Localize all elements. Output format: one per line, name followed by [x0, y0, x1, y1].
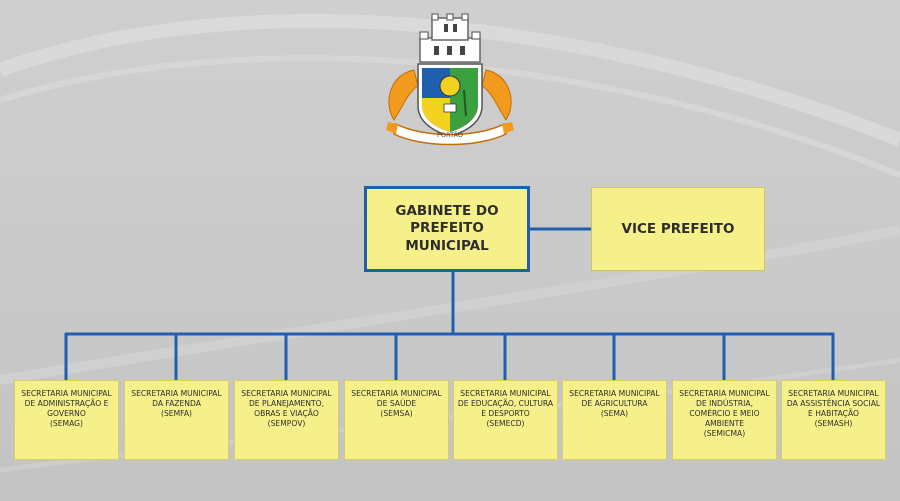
secretaria-box-semecd: SECRETARIA MUNICIPAL DE EDUCAÇÃO, CULTUR… — [453, 380, 558, 460]
secretaria-box-sema: SECRETARIA MUNICIPAL DE AGRICULTURA(SEMA… — [562, 380, 667, 460]
secretaria-name: SECRETARIA MUNICIPAL DE PLANEJAMENTO, OB… — [241, 389, 332, 419]
secretaria-box-semash: SECRETARIA MUNICIPAL DA ASSISTÊNCIA SOCI… — [781, 380, 886, 460]
logo-text: PORTÃO — [437, 130, 463, 139]
gabinete-label: GABINETE DO PREFEITO MUNICIPAL — [395, 202, 499, 254]
secretaria-abbr: (SEMSA) — [380, 409, 413, 419]
secretaria-abbr: (SEMECD) — [486, 419, 525, 429]
vice-prefeito-box: VICE PREFEITO — [591, 187, 765, 271]
gabinete-prefeito-box: GABINETE DO PREFEITO MUNICIPAL — [364, 186, 530, 272]
secretaria-abbr: (SEMICMA) — [703, 429, 746, 439]
secretaria-abbr: (SEMA) — [600, 409, 629, 419]
secretaria-abbr: (SEMPOV) — [267, 419, 306, 429]
secretaria-abbr: (SEMFA) — [161, 409, 192, 419]
secretaria-name: SECRETARIA MUNICIPAL DE EDUCAÇÃO, CULTUR… — [457, 389, 554, 419]
secretaria-name: SECRETARIA MUNICIPAL DE INDÚSTRIA, COMÉR… — [679, 389, 770, 429]
secretaria-box-semicma: SECRETARIA MUNICIPAL DE INDÚSTRIA, COMÉR… — [672, 380, 777, 460]
secretaria-box-sempov: SECRETARIA MUNICIPAL DE PLANEJAMENTO, OB… — [234, 380, 339, 460]
secretaria-name: SECRETARIA MUNICIPAL DE SAÚDE — [351, 389, 442, 409]
secretaria-box-semsa: SECRETARIA MUNICIPAL DE SAÚDE(SEMSA) — [344, 380, 449, 460]
secretaria-box-semag: SECRETARIA MUNICIPAL DE ADMINISTRAÇÃO E … — [14, 380, 119, 460]
coat-of-arms-icon: PORTÃO — [386, 13, 514, 146]
secretaria-name: SECRETARIA MUNICIPAL DA ASSISTÊNCIA SOCI… — [786, 389, 881, 419]
secretaria-name: SECRETARIA MUNICIPAL DE ADMINISTRAÇÃO E … — [21, 389, 112, 419]
vice-label: VICE PREFEITO — [621, 221, 735, 237]
secretaria-abbr: (SEMASH) — [814, 419, 853, 429]
secretaria-name: SECRETARIA MUNICIPAL DA FAZENDA — [131, 389, 222, 409]
secretaria-box-semfa: SECRETARIA MUNICIPAL DA FAZENDA(SEMFA) — [124, 380, 229, 460]
secretaria-name: SECRETARIA MUNICIPAL DE AGRICULTURA — [569, 389, 660, 409]
secretaria-abbr: (SEMAG) — [49, 419, 84, 429]
